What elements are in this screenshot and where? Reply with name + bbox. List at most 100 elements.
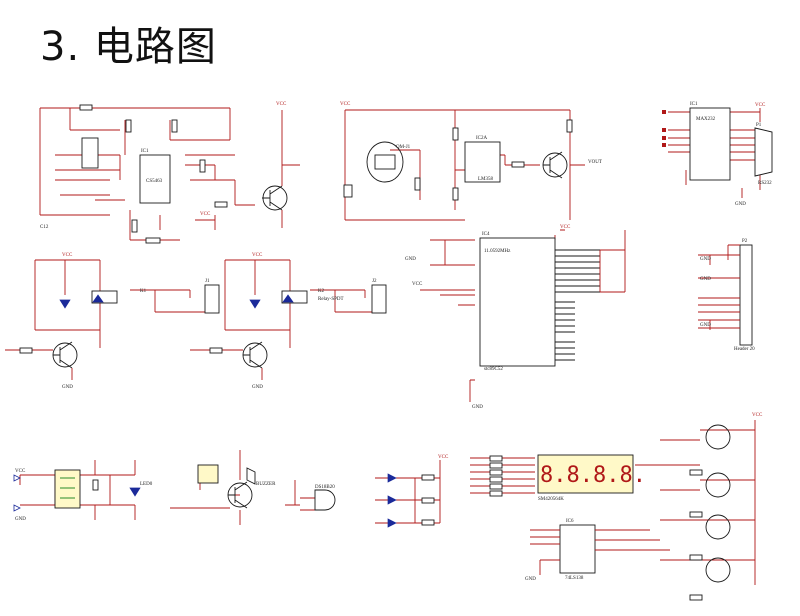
max232-part: MAX232: [696, 117, 716, 122]
r34: [92, 479, 99, 491]
c12-label: C12: [40, 225, 49, 230]
r13: [131, 219, 138, 233]
vcc-label-h: VCC: [438, 455, 449, 460]
r-led2: [421, 497, 435, 504]
gnd-label-f2: GND: [700, 277, 711, 282]
ic2-box: [464, 141, 501, 183]
power-in-label: VCC: [15, 469, 26, 474]
gnd-label-f1: GND: [700, 257, 711, 262]
q2: [705, 472, 731, 498]
vcc-label-d2: VCC: [252, 253, 263, 258]
vcc-label-e: VCC: [412, 282, 423, 287]
header-part: Header 20: [734, 347, 755, 352]
vcc-label-i: VCC: [752, 413, 763, 418]
gnd-label-e: GND: [405, 257, 416, 262]
r-led1: [421, 474, 435, 481]
q1: [705, 424, 731, 450]
vcc-c20: VCC: [200, 212, 211, 217]
q4: [705, 557, 731, 583]
block-metering: IC1 CS5463 VCC C12 VCC: [39, 102, 300, 244]
max232-box: [689, 107, 731, 181]
gnd-label-c: GND: [735, 202, 746, 207]
header-name: P2: [742, 239, 748, 244]
k1-label: K1: [140, 289, 147, 294]
ic6-part: 74LS138: [565, 576, 584, 581]
socket: [343, 184, 353, 198]
block-mcu: IC4 stc89C52 11.0592MHz VCC GND GND VCC: [405, 225, 626, 410]
page-title: 3. 电路图: [40, 24, 217, 70]
k2-label: K2: [318, 289, 325, 294]
rs232-label: RS232: [758, 181, 772, 186]
gnd-label-e2: GND: [472, 405, 483, 410]
gnd-label-g1: GND: [15, 517, 26, 522]
vcc-label-d1: VCC: [62, 253, 73, 258]
r-q4: [689, 594, 703, 601]
ic6-name: IC6: [566, 519, 574, 524]
led0-label: LED0: [140, 482, 153, 487]
ds18b20: [314, 489, 336, 511]
pot-coil: [366, 141, 404, 183]
sound-sensor: [197, 464, 219, 484]
seven-seg-digits: 8.8.8.8.: [540, 463, 646, 488]
r-q3: [689, 554, 703, 561]
pot: [145, 237, 161, 244]
max232-name: IC1: [690, 102, 698, 107]
mcu-box: [479, 237, 556, 367]
crystal-label: 11.0592MHz: [484, 249, 511, 254]
j1-label: J1: [205, 279, 210, 284]
r12: [214, 201, 228, 208]
gnd-label-i: GND: [525, 577, 536, 582]
vout-label: VOUT: [588, 160, 602, 165]
q3: [705, 514, 731, 540]
ic1-part: CS5463: [146, 179, 163, 184]
pot-label: QM-J1: [396, 145, 411, 150]
r4: [566, 119, 573, 133]
r-led3: [421, 519, 435, 526]
block-display: 8.8.8.8. SM420564K IC6 74LS138 VCC GND: [470, 413, 763, 601]
block-relays: J1 K1 VCC GND J2 K2 Relay-SPDT VCC GND: [5, 253, 387, 390]
ic2-name: IC2A: [476, 136, 488, 141]
ic6-box: [559, 524, 596, 574]
ic2-part: LM358: [478, 177, 494, 182]
gnd-label-d2: GND: [252, 385, 263, 390]
relay-part: Relay-SPDT: [318, 297, 344, 302]
r-q1: [689, 469, 703, 476]
block-amplifier: QM-J1 IC2A LM358 VCC VOUT: [340, 102, 602, 221]
j1-connector: [204, 284, 220, 314]
r1b: [414, 177, 421, 191]
p1-label: P1: [756, 123, 762, 128]
r33: [19, 347, 33, 354]
gnd-label-f3: GND: [700, 323, 711, 328]
block-leds: VCC: [375, 455, 449, 528]
buzzer-label: BUZZER: [256, 482, 276, 487]
power-switch: [54, 469, 81, 509]
db9-connector: [754, 127, 773, 177]
c8: [199, 159, 206, 173]
r1: [79, 104, 93, 111]
seg-part: SM420564K: [538, 497, 564, 502]
j2-label: J2: [372, 279, 377, 284]
seven-seg-display: [537, 454, 634, 494]
jumper-rect: [81, 137, 99, 169]
r3b: [452, 127, 459, 141]
block-power: LED0 VCC GND BUZZER DS18B20: [13, 450, 336, 525]
mcu-part: stc89C52: [484, 367, 503, 372]
block-serial: IC1 MAX232 P1 RS232 VCC GND: [662, 102, 773, 207]
sensor-label: DS18B20: [315, 485, 335, 490]
block-header: P2 Header 20 GND GND GND: [698, 239, 755, 352]
vcc-label-e2: VCC: [560, 225, 571, 230]
mcu-name: IC4: [482, 232, 490, 237]
r-q2: [689, 511, 703, 518]
pot-body: [374, 154, 396, 170]
r36: [209, 347, 223, 354]
vcc-label-a: VCC: [276, 102, 287, 107]
r2: [125, 119, 132, 133]
j2-connector: [371, 284, 387, 314]
r10: [452, 187, 459, 201]
header-box: [739, 244, 753, 346]
r3: [171, 119, 178, 133]
r2b: [511, 161, 525, 168]
gnd-label-d1: GND: [62, 385, 73, 390]
vcc-label-c: VCC: [755, 103, 766, 108]
vcc-label-b: VCC: [340, 102, 351, 107]
